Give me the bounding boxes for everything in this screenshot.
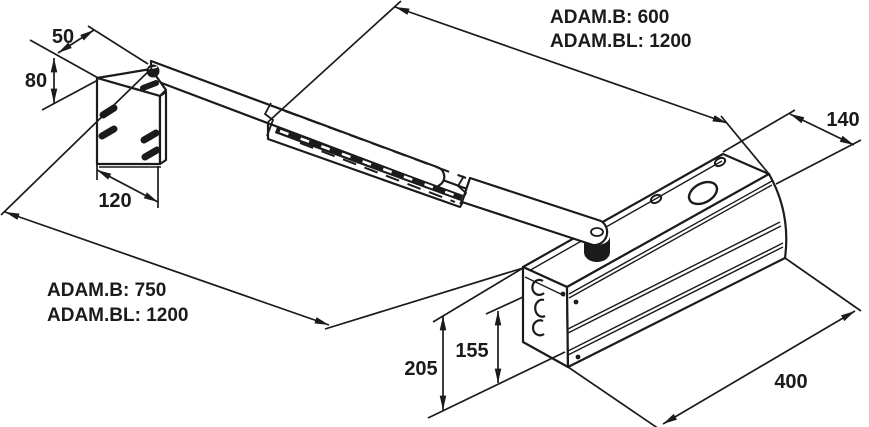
arm-link xyxy=(460,176,609,247)
dimension-120: 120 xyxy=(96,164,159,212)
arm-joint-extension-line xyxy=(267,0,402,123)
dim-label-205: 205 xyxy=(404,358,437,380)
pivot-extension-line xyxy=(87,25,149,65)
dimension-arm-top: ADAM.B: 600 ADAM.BL: 1200 xyxy=(267,0,770,175)
profile-groove-2a xyxy=(567,242,784,352)
dimension-205: 205 xyxy=(404,267,566,419)
wall-mount-bracket xyxy=(95,64,168,168)
bracket-plate-edge xyxy=(158,90,168,166)
dim-label-400: 400 xyxy=(774,371,807,393)
dimension-arm-bottom: ADAM.B: 750 ADAM.BL: 1200 xyxy=(0,67,524,330)
flange-slot xyxy=(140,80,159,91)
dim-label-80: 80 xyxy=(25,70,47,92)
housing-front-face xyxy=(565,172,788,369)
cover-seam-left xyxy=(524,276,566,297)
dim-label-120: 120 xyxy=(98,190,131,212)
pivot-extension-line-long xyxy=(0,67,153,216)
output-shaft xyxy=(584,236,610,262)
housing-top-extension xyxy=(432,267,524,323)
slide-arm xyxy=(149,59,610,262)
span-label-top-line1: ADAM.B: 600 xyxy=(550,7,669,28)
housing-extension-line-long xyxy=(324,267,524,330)
hidden-slot-row-upper xyxy=(284,110,467,179)
profile-groove-1b xyxy=(567,225,782,334)
cable-slots xyxy=(531,278,546,337)
dimension-80: 80 xyxy=(25,58,99,111)
profile-groove-2b xyxy=(567,246,784,356)
dimension-50: 50 xyxy=(29,25,149,80)
plate-top-extension-line xyxy=(41,79,99,111)
profile-groove-1a xyxy=(567,221,781,330)
break-mark-right xyxy=(456,175,468,205)
dim-label-155: 155 xyxy=(455,340,488,362)
shaft-boss xyxy=(590,227,604,237)
dimension-155: 155 xyxy=(455,296,524,383)
hidden-slot-row-lower xyxy=(299,142,456,203)
screw-hole-left xyxy=(649,193,663,205)
wall-extension-line xyxy=(29,39,101,80)
dim-label-50: 50 xyxy=(52,26,74,48)
rail-slot-cuts xyxy=(279,129,463,200)
break-mark-left xyxy=(263,102,275,137)
span-label-top-line2: ADAM.BL: 1200 xyxy=(550,31,691,52)
cover-seam-1 xyxy=(568,180,773,295)
operator-housing xyxy=(521,152,788,369)
housing-bottom-extension xyxy=(427,351,566,419)
screw-hole-right xyxy=(713,156,727,168)
housing-corner-extension-line xyxy=(720,115,770,175)
housing-screws xyxy=(560,291,581,360)
dimension-400: 400 xyxy=(567,257,862,427)
cover-seam-2 xyxy=(568,184,773,299)
housing-top-chamfer xyxy=(526,160,723,273)
span-label-bottom-line2: ADAM.BL: 1200 xyxy=(47,305,188,326)
dim-label-140: 140 xyxy=(826,109,859,131)
arm-bar xyxy=(149,59,446,189)
span-label-bottom-line1: ADAM.B: 750 xyxy=(47,280,166,301)
dimension-140: 140 xyxy=(722,109,862,185)
spindle-hole xyxy=(687,180,719,206)
